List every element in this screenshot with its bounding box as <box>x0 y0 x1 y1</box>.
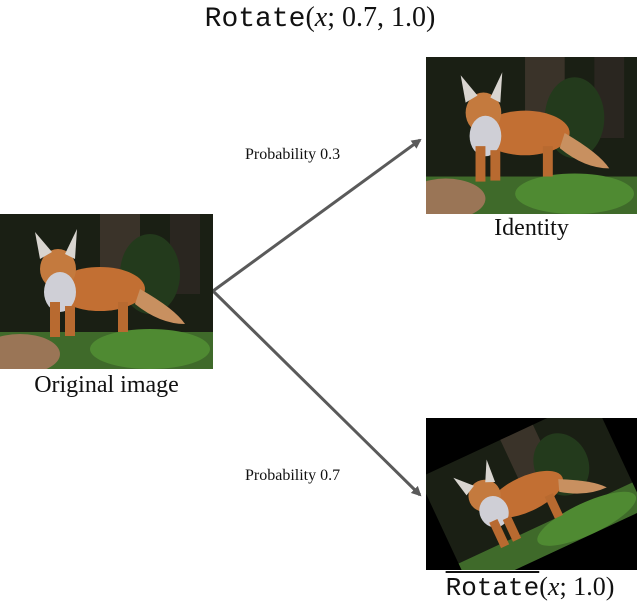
original-caption: Original image <box>34 372 179 398</box>
rotate-caption-fn: Rotate <box>445 573 540 603</box>
title-fn: Rotate <box>204 4 306 35</box>
fox-photo-rotated <box>426 418 637 570</box>
probability-label-rotate: Probability 0.7 <box>245 467 341 484</box>
arrow-down <box>211 289 422 497</box>
rotate-caption-var: x <box>547 572 560 601</box>
rotate-caption: Rotate(x; 1.0) <box>420 572 640 603</box>
rotate-caption-paren: ( <box>539 572 548 601</box>
identity-image <box>426 57 637 214</box>
original-image <box>0 214 213 369</box>
rotated-image <box>426 418 637 570</box>
identity-caption: Identity <box>494 215 569 241</box>
rotate-caption-args: ; 1.0) <box>559 572 615 601</box>
probability-label-identity: Probability 0.3 <box>245 146 341 163</box>
title-paren: ( <box>305 2 315 33</box>
title-args: ; 0.7, 1.0) <box>327 2 436 33</box>
fox-photo <box>0 214 213 369</box>
diagram-title: Rotate(x; 0.7, 1.0) <box>0 2 640 35</box>
arrow-up <box>212 138 422 293</box>
fox-photo-identity <box>426 57 637 214</box>
title-var: x <box>314 2 328 33</box>
